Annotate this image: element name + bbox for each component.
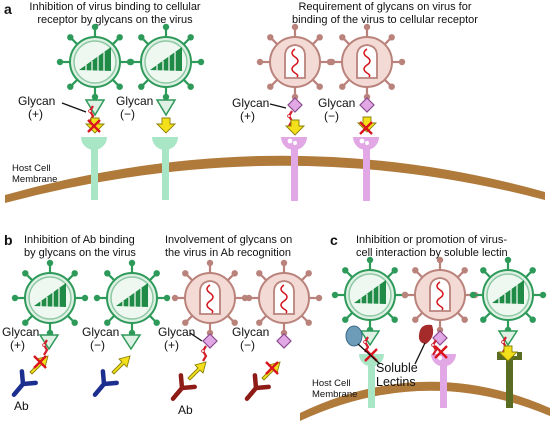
membrane-label-line1: Host Cell (312, 378, 351, 389)
binding-arrow (187, 361, 207, 381)
glycan-minus-label: (−) (324, 109, 339, 123)
antibody-label: Ab (14, 399, 29, 413)
glycan-minus-label: (−) (90, 338, 105, 352)
host-cell-membrane (5, 155, 545, 203)
glycan-label: Glycan (318, 96, 355, 110)
green-receptor (359, 354, 384, 408)
binding-arrow (29, 355, 49, 375)
soluble-lectins-label-line1: Soluble (376, 361, 418, 375)
pointer-line (189, 332, 203, 342)
glycan-label: Glycan (158, 325, 195, 339)
pink-receptor (431, 354, 456, 408)
glycan-label: Glycan (82, 325, 119, 339)
pink-virus (255, 22, 335, 102)
viral-attachment-protein (155, 99, 177, 117)
panel-a-letter: a (4, 1, 12, 17)
panel-c: c Inhibition or promotion of virus- cell… (300, 232, 550, 421)
green-virus (55, 22, 135, 102)
panel-a-left-title-line2: receptor by glycans on the virus (37, 14, 193, 26)
panel-b: b Inhibition of Ab binding by glycans on… (2, 232, 324, 417)
pointer-line (269, 103, 287, 109)
glycan-minus-label: (−) (120, 107, 135, 121)
pointer-line (61, 102, 87, 113)
viral-epitope (38, 334, 60, 351)
pointer-line (357, 343, 381, 365)
viral-epitope (120, 334, 142, 351)
glycan-plus-label: (+) (240, 109, 255, 123)
panel-b-left-title-line2: by glycans on the virus (24, 247, 136, 259)
green-virus (468, 255, 548, 335)
host-cell-membrane (300, 381, 550, 421)
soluble-lectins-label-line2: Lectins (376, 375, 416, 389)
panel-a-right-title-line2: binding of the virus to cellular recepto… (292, 14, 478, 26)
panel-b-letter: b (4, 232, 13, 248)
binding-arrow (156, 117, 176, 134)
green-receptor (152, 137, 178, 200)
pink-receptor (281, 137, 307, 201)
panel-b-right-title-line1: Involvement of glycans on (165, 234, 292, 246)
glycan-plus-label: (+) (164, 338, 179, 352)
glycan-chain (200, 344, 208, 363)
soluble-lectin-red (418, 324, 434, 344)
viral-attachment-protein (359, 330, 381, 347)
viral-attachment-protein (497, 330, 519, 347)
panel-c-title-line2: cell interaction by soluble lectin (356, 247, 508, 259)
binding-arrow (111, 355, 131, 375)
glycan-minus-label: (−) (240, 338, 255, 352)
glycan-diamond (202, 333, 218, 349)
binding-arrow (285, 119, 305, 136)
viral-attachment-protein (84, 99, 106, 117)
pointer-line (414, 342, 426, 365)
panel-a: a Inhibition of virus binding to cellula… (4, 1, 545, 203)
panel-c-letter: c (330, 232, 338, 248)
pink-virus (400, 255, 480, 335)
pink-receptor (353, 137, 379, 201)
glycan-plus-label: (+) (10, 338, 25, 352)
glycan-label: Glycan (232, 96, 269, 110)
soluble-lectin-blue (345, 325, 363, 347)
membrane-label-line1: Host Cell (12, 163, 51, 174)
antibody-icon (7, 371, 36, 400)
glycan-diamond (432, 330, 448, 346)
glycan-chain (41, 338, 49, 357)
panel-b-left-title-line1: Inhibition of Ab binding (24, 234, 135, 246)
membrane-label-line2: Membrane (12, 174, 57, 185)
panel-a-left-title-line1: Inhibition of virus binding to cellular (29, 1, 201, 13)
glycan-diamond (287, 97, 303, 113)
glycan-plus-label: (+) (28, 107, 43, 121)
panel-b-right-title-line2: the virus in Ab recognition (165, 247, 291, 259)
green-virus (126, 22, 206, 102)
green-virus (330, 255, 410, 335)
pink-virus (327, 22, 407, 102)
glycan-label: Glycan (18, 94, 55, 108)
panel-a-right-title-line1: Requirement of glycans on virus for (298, 1, 471, 13)
binding-arrow (261, 361, 281, 381)
glycan-label: Glycan (2, 325, 39, 339)
glycan-diamond (276, 333, 292, 349)
glycan-label: Glycan (116, 94, 153, 108)
panel-c-title-line1: Inhibition or promotion of virus- (356, 234, 507, 246)
membrane-label-line2: Membrane (312, 389, 357, 400)
glycan-diamond (359, 97, 375, 113)
green-receptor (81, 137, 107, 200)
glycan-label: Glycan (232, 325, 269, 339)
antibody-icon (88, 371, 117, 400)
antibody-label: Ab (178, 403, 193, 417)
